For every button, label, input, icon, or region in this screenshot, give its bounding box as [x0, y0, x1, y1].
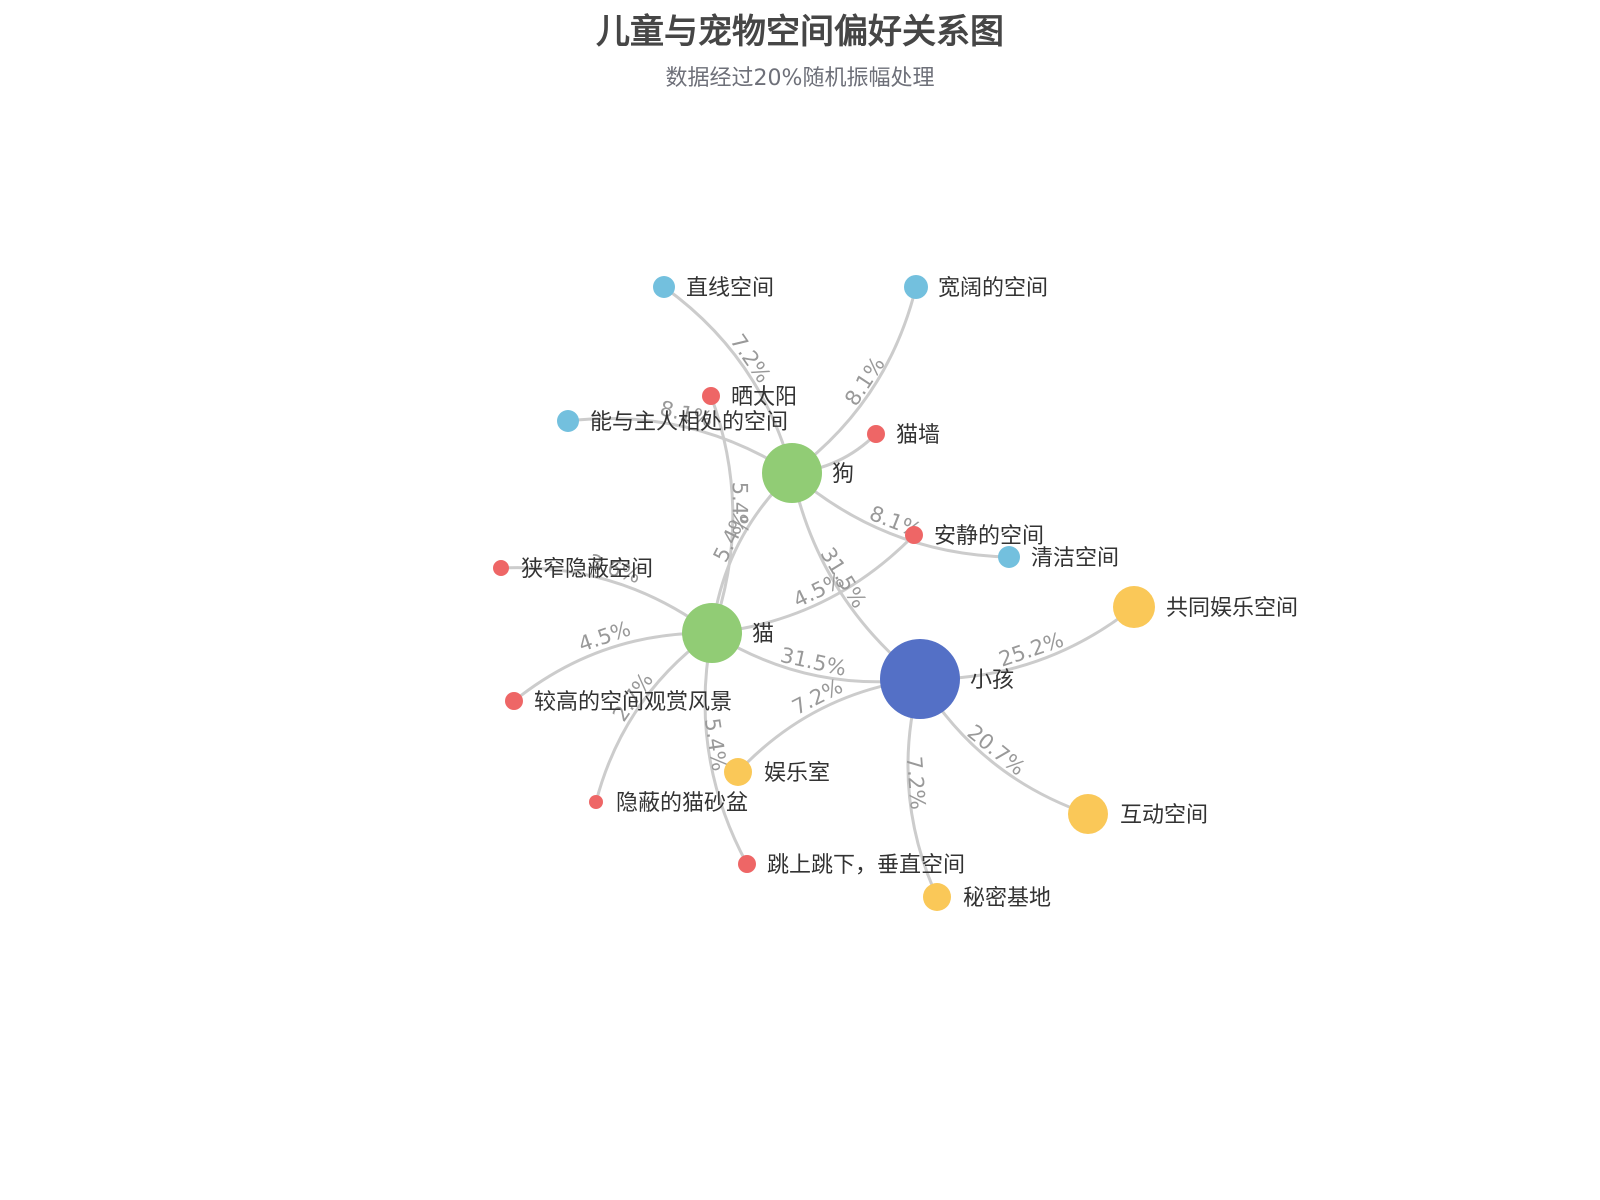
edge-cat-sun[interactable] — [709, 395, 735, 634]
node-circle-quiet[interactable] — [905, 526, 923, 544]
node-label-playroom: 娱乐室 — [764, 761, 830, 786]
edge-label: 7.2% — [726, 330, 776, 388]
edge-label: 4.5% — [790, 567, 848, 612]
node-circle-clean[interactable] — [998, 546, 1020, 568]
edge-label: 7.2% — [902, 755, 930, 810]
node-circle-wide[interactable] — [904, 275, 928, 299]
node-label-quiet: 安静的空间 — [934, 524, 1044, 549]
node-circle-straight[interactable] — [653, 276, 675, 298]
edge-label: 25.2% — [996, 628, 1067, 672]
node-circle-narrow[interactable] — [493, 560, 509, 576]
edge-label: 7.2% — [788, 674, 846, 720]
node-circle-high[interactable] — [505, 692, 523, 710]
node-circle-catwall[interactable] — [867, 425, 885, 443]
edge-label: 8.1% — [840, 352, 890, 410]
node-label-sun: 晒太阳 — [731, 385, 797, 410]
node-clean[interactable]: 清洁空间 — [998, 546, 1119, 571]
node-label-owner: 能与主人相处的空间 — [590, 410, 788, 435]
chart-title: 儿童与宠物空间偏好关系图 — [596, 12, 1004, 52]
node-label-wide: 宽阔的空间 — [938, 276, 1048, 301]
node-label-interactive: 互动空间 — [1120, 803, 1208, 828]
node-sun[interactable]: 晒太阳 — [702, 385, 797, 410]
node-label-child: 小孩 — [970, 668, 1014, 693]
chart-subtitle: 数据经过20%随机振幅处理 — [665, 66, 935, 91]
node-label-cat: 猫 — [752, 622, 774, 647]
node-shared[interactable]: 共同娱乐空间 — [1113, 586, 1298, 628]
node-circle-playroom[interactable] — [724, 758, 752, 786]
node-circle-cat[interactable] — [682, 603, 742, 663]
edge-label: 20.7% — [963, 720, 1030, 781]
node-catwall[interactable]: 猫墙 — [867, 423, 940, 448]
node-label-litter: 隐蔽的猫砂盆 — [616, 791, 748, 816]
edge-dog-straight[interactable] — [663, 285, 794, 474]
node-cat[interactable]: 猫 — [682, 603, 774, 663]
node-wide[interactable]: 宽阔的空间 — [904, 275, 1048, 301]
node-circle-jump[interactable] — [738, 855, 756, 873]
node-circle-sun[interactable] — [702, 387, 720, 405]
node-circle-dog[interactable] — [762, 443, 822, 503]
node-narrow[interactable]: 狭窄隐蔽空间 — [493, 557, 653, 582]
node-straight[interactable]: 直线空间 — [653, 276, 774, 301]
node-label-high: 较高的空间观赏风景 — [534, 690, 732, 715]
node-circle-child[interactable] — [880, 639, 960, 719]
node-jump[interactable]: 跳上跳下，垂直空间 — [738, 853, 965, 878]
node-circle-interactive[interactable] — [1068, 794, 1108, 834]
node-label-dog: 狗 — [832, 462, 854, 487]
node-high[interactable]: 较高的空间观赏风景 — [505, 690, 732, 715]
edge-label: 5.4% — [728, 482, 752, 535]
node-label-secret: 秘密基地 — [963, 886, 1051, 911]
edge-dog-clean[interactable] — [791, 471, 1010, 559]
node-quiet[interactable]: 安静的空间 — [905, 524, 1044, 549]
node-label-jump: 跳上跳下，垂直空间 — [767, 853, 965, 878]
edge-cat-jump[interactable] — [703, 632, 749, 865]
node-label-straight: 直线空间 — [686, 276, 774, 301]
node-circle-secret[interactable] — [923, 883, 951, 911]
node-label-narrow: 狭窄隐蔽空间 — [521, 557, 653, 582]
node-interactive[interactable]: 互动空间 — [1068, 794, 1208, 834]
node-dog[interactable]: 狗 — [762, 443, 854, 503]
node-owner[interactable]: 能与主人相处的空间 — [557, 410, 788, 435]
edge-dog-owner[interactable] — [567, 416, 793, 475]
node-circle-litter[interactable] — [589, 795, 603, 809]
node-label-catwall: 猫墙 — [896, 423, 940, 448]
edge-cat-litter[interactable] — [594, 631, 713, 803]
node-circle-owner[interactable] — [557, 410, 579, 432]
node-child[interactable]: 小孩 — [880, 639, 1014, 719]
node-label-shared: 共同娱乐空间 — [1166, 596, 1298, 621]
node-label-clean: 清洁空间 — [1031, 546, 1119, 571]
node-litter[interactable]: 隐蔽的猫砂盆 — [589, 791, 748, 816]
node-playroom[interactable]: 娱乐室 — [724, 758, 830, 786]
node-circle-shared[interactable] — [1113, 586, 1155, 628]
node-secret[interactable]: 秘密基地 — [923, 883, 1051, 911]
